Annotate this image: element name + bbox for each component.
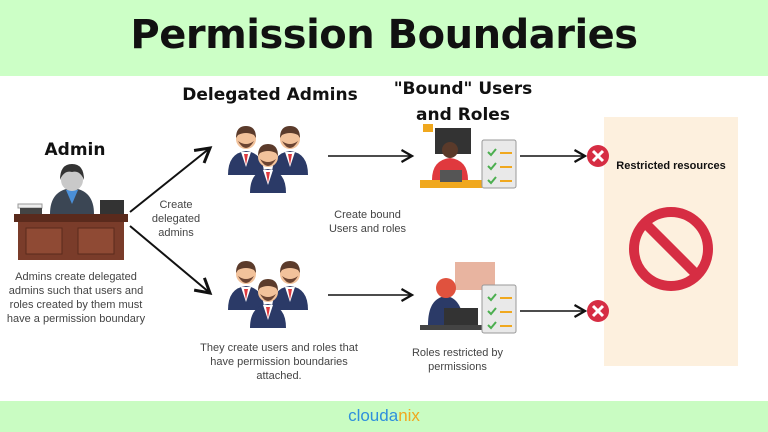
restricted-resources-panel [604,117,738,366]
header-banner [0,0,768,76]
bound-user-restricted-role-illustration [420,262,517,334]
delegated-admins-group-bottom-icon [228,261,308,328]
admin-caption: Admins create delegated admins such that… [6,271,146,325]
delegated-admins-group-top-icon [228,126,308,193]
delegated-admins-caption: They create users and roles that have pe… [200,342,358,382]
bound-users-caption: Roles restricted by permissions [411,347,504,373]
restricted-resources-heading: Restricted resources [616,160,726,172]
footer-banner [0,401,768,432]
logo-text-part1: clouda [348,406,399,425]
prohibited-icon [629,207,713,291]
admin-illustration [14,164,128,260]
bound-user-developer-illustration [420,124,517,189]
deny-x-icon-bottom [585,298,611,324]
cloudanix-logo: cloudanix [0,406,768,426]
create-bound-users-label: Create bound Users and roles [328,209,407,235]
arrow-create-delegated-top [129,146,213,213]
page-title: Permission Boundaries [130,12,638,58]
arrow-create-delegated-bottom [129,225,213,295]
create-delegated-admins-label: Create delegated admins [151,199,201,239]
delegated-admins-heading: Delegated Admins [182,85,358,105]
admin-heading: Admin [44,140,106,160]
bound-users-heading: "Bound" Users and Roles [393,79,533,125]
logo-text-part2: nix [398,406,420,425]
